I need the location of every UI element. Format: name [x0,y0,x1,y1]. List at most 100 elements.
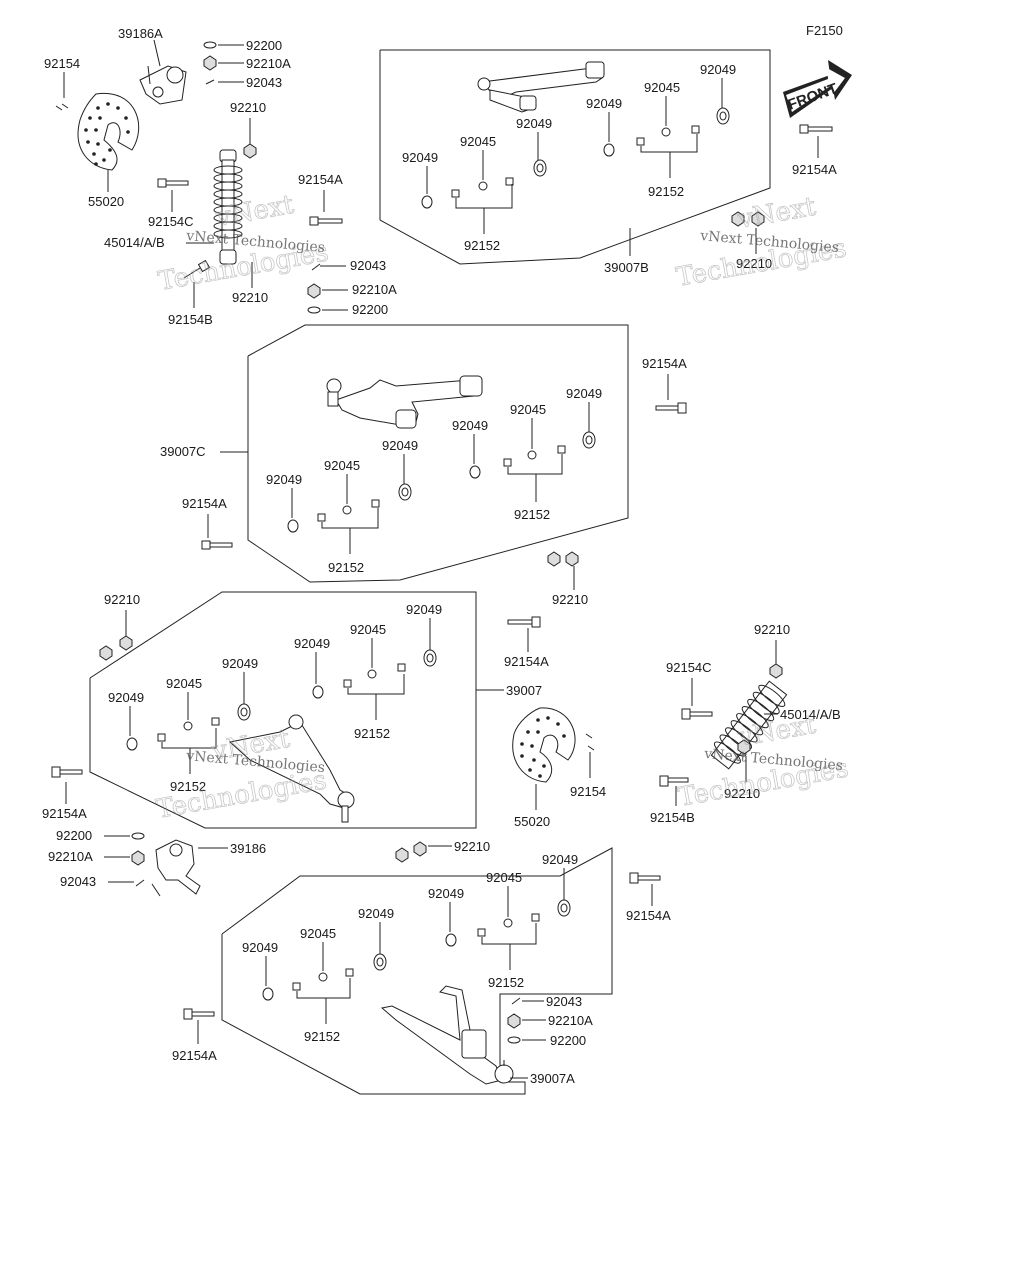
label-92154A-c: 92154A [182,496,227,511]
nut-r3-icon [737,739,751,755]
label-55020: 55020 [88,194,124,209]
label-92154: 92154 [44,56,80,71]
d-92049-1: 92049 [108,690,144,705]
d-92049-2: 92049 [222,656,258,671]
bush-92049-b3-icon [603,143,615,157]
bush-e1-icon [262,987,274,1001]
bush-c2-icon [398,483,412,501]
label-92154A-f: 92154A [172,1048,217,1063]
pin-92043-icon [205,79,215,85]
d-92045-1: 92045 [166,676,202,691]
bush-d3-icon [312,685,324,699]
bush-92049-b2-icon [533,159,547,177]
shock-absorber-top [213,149,243,265]
label-92210-l: 92210 [104,592,140,607]
label-92154A-r2: 92154A [642,356,687,371]
d-92045-2: 92045 [350,622,386,637]
c-92152-2: 92152 [514,507,550,522]
pin-e-icon [511,997,521,1005]
bush-c4-icon [582,431,596,449]
label-92210-m: 92210 [552,592,588,607]
e-92049-3: 92049 [428,886,464,901]
shock-absorber-right [710,680,788,770]
b-92049-1: 92049 [402,150,438,165]
collar-e1-icon [292,968,354,991]
e-92045-2: 92045 [486,870,522,885]
label-92200-d: 92200 [550,1033,586,1048]
e-92045-1: 92045 [300,926,336,941]
label-92210-r3: 92210 [724,786,760,801]
bolt-92154A-icon [309,216,343,226]
label-92210-r1: 92210 [736,256,772,271]
label-92154A-top: 92154A [298,172,343,187]
pin-icon [311,263,321,271]
bolt-92154B-icon [183,259,211,279]
label-92043-c: 92043 [60,874,96,889]
brake-disc-bottom [512,707,576,783]
nut-92210A-icon [203,55,217,71]
box-39007 [89,591,477,829]
washer-icon [307,306,321,314]
label-39186: 39186 [230,841,266,856]
bolt-small-b-icon [585,733,595,751]
collar-b2-icon [636,125,700,146]
label-55020-b: 55020 [514,814,550,829]
e-92049-4: 92049 [542,852,578,867]
b-92049-2: 92049 [516,116,552,131]
label-39007C: 39007C [160,444,206,459]
label-39007: 39007 [506,683,542,698]
arm-39007A [380,985,514,1085]
bush-e4-icon [557,899,571,917]
knuckle-top-left [139,65,187,105]
label-92154A-m: 92154A [504,654,549,669]
d-92049-4: 92049 [406,602,442,617]
label-39007B: 39007B [604,260,649,275]
label-45014-b: 45014/A/B [780,707,841,722]
bolt-d-icon [51,766,83,778]
d-92152-1: 92152 [170,779,206,794]
label-92210-top: 92210 [230,100,266,115]
bolt-e2-icon [183,1008,215,1020]
label-92210A-d: 92210A [548,1013,593,1028]
e-92152-2: 92152 [488,975,524,990]
label-92210-r2: 92210 [754,622,790,637]
label-92043-d: 92043 [546,994,582,1009]
c-92049-1: 92049 [266,472,302,487]
label-92043-b: 92043 [350,258,386,273]
bush-c3-icon [469,465,481,479]
collar-d1-icon [157,717,220,742]
bolt-right-top-icon [799,124,833,134]
bolt-r3-icon [681,708,713,720]
d-92152-2: 92152 [354,726,390,741]
bush-e2-icon [373,953,387,971]
label-92210-n: 92210 [454,839,490,854]
label-92210A: 92210A [246,56,291,71]
c-92049-2: 92049 [382,438,418,453]
bush-d1-icon [126,737,138,751]
bush-92049-b1-icon [421,195,433,209]
e-92049-1: 92049 [242,940,278,955]
nut-c-icon [131,850,145,866]
label-92154A-d: 92154A [42,806,87,821]
b-92045-1: 92045 [460,134,496,149]
arm-39007 [228,714,355,823]
c-92152-1: 92152 [328,560,364,575]
front-arrow-icon: FRONT [783,60,852,118]
label-92200: 92200 [246,38,282,53]
e-92152-1: 92152 [304,1029,340,1044]
bush-e3-icon [445,933,457,947]
arm-39007B [477,61,605,113]
b-92049-3: 92049 [586,96,622,111]
bolt-m-icon [507,616,541,628]
bolt-e1-icon [629,872,661,884]
label-45014: 45014/A/B [104,235,165,250]
c-92049-4: 92049 [566,386,602,401]
nuts-n-icon [395,841,427,863]
box-39007B [379,49,771,265]
bolt-r2-icon [655,402,687,414]
knuckle-39186 [151,839,201,897]
e-92049-2: 92049 [358,906,394,921]
nut-icon [307,283,321,299]
washer-e-icon [507,1036,521,1044]
